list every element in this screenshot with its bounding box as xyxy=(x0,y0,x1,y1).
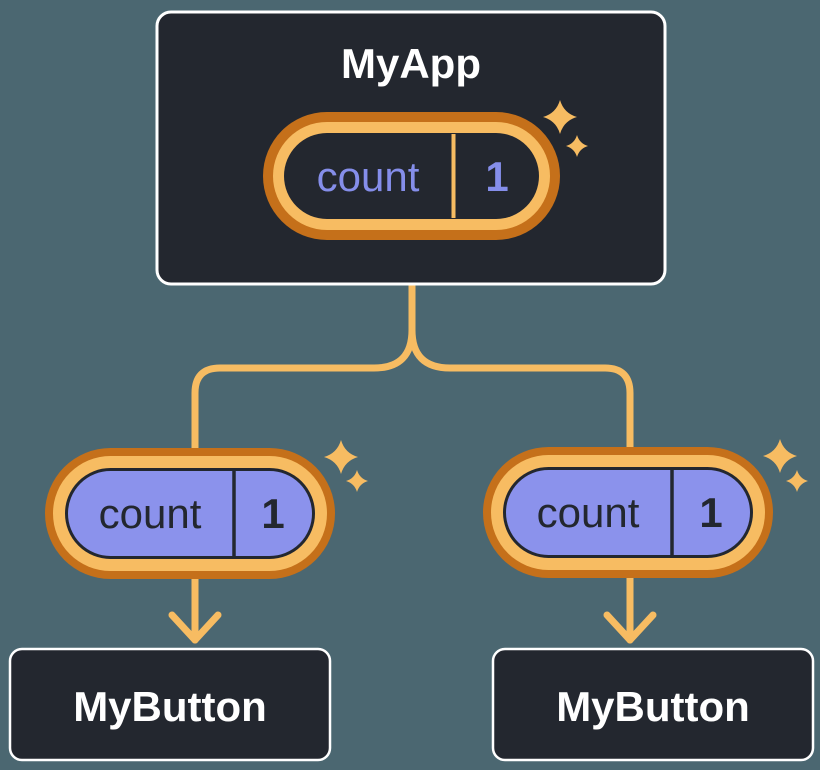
connectors xyxy=(168,279,657,644)
prop-value-label: 1 xyxy=(261,490,284,537)
state-name-label: count xyxy=(317,153,420,200)
prop-value-label: 1 xyxy=(699,489,722,536)
child-component-node-left: MyButton xyxy=(8,647,332,762)
child-node-title: MyButton xyxy=(556,683,750,730)
state-value-label: 1 xyxy=(485,153,508,200)
root-node-title: MyApp xyxy=(341,40,481,87)
child-prop-pill-right: count 1 xyxy=(483,439,808,578)
sparkle-icon xyxy=(324,440,368,492)
child-component-node-right: MyButton xyxy=(491,647,815,762)
sparkle-icon xyxy=(763,439,808,492)
connector-right xyxy=(408,279,634,644)
child-node-title: MyButton xyxy=(73,683,267,730)
child-prop-pill-left: count 1 xyxy=(45,440,368,579)
arrow-down-icon xyxy=(168,611,222,644)
arrow-down-icon xyxy=(603,611,657,644)
connector-left xyxy=(191,279,416,644)
pill-body xyxy=(284,133,539,219)
prop-name-label: count xyxy=(99,490,202,537)
root-state-pill: count 1 xyxy=(263,100,588,240)
prop-name-label: count xyxy=(537,489,640,536)
child-node-box xyxy=(491,647,815,762)
sparkle-icon xyxy=(543,100,588,157)
root-component-node: MyApp count 1 xyxy=(155,10,667,286)
pill-body xyxy=(65,468,315,559)
child-node-box xyxy=(8,647,332,762)
pill-body xyxy=(503,467,753,558)
